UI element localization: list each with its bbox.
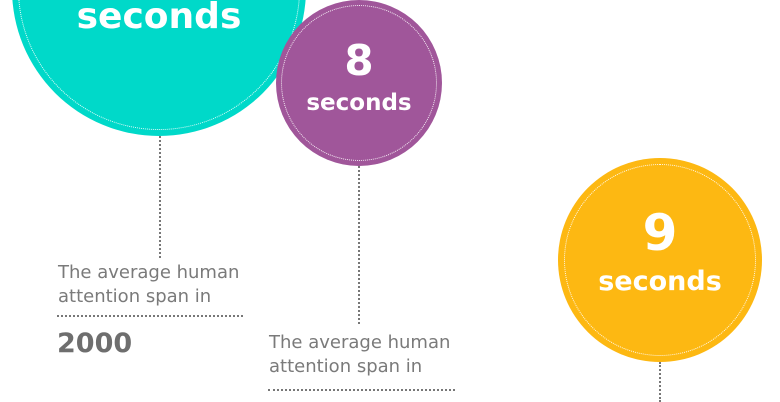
year-label: 2000	[57, 328, 133, 359]
connector-line	[358, 166, 360, 324]
bubble-unit: seconds	[306, 90, 412, 116]
caption-line: The average human	[58, 262, 240, 283]
caption-2000: The average human attention span in	[58, 261, 239, 309]
bubble-unit: seconds	[76, 0, 242, 37]
divider	[57, 315, 243, 317]
teal-bubble: seconds	[12, 0, 306, 136]
yellow-bubble: 9 seconds	[558, 158, 762, 362]
bubble-value: 8	[344, 36, 374, 85]
dotted-ring	[281, 5, 437, 161]
caption-second: The average human attention span in	[269, 331, 450, 379]
caption-line: attention span in	[269, 356, 423, 377]
bubble-value: 9	[642, 204, 678, 262]
dotted-ring	[564, 164, 756, 356]
connector-line	[159, 136, 161, 258]
divider	[268, 389, 455, 391]
caption-line: attention span in	[58, 286, 212, 307]
purple-bubble: 8 seconds	[276, 0, 442, 166]
caption-line: The average human	[269, 332, 451, 353]
connector-line	[659, 362, 661, 402]
bubble-unit: seconds	[598, 266, 722, 297]
